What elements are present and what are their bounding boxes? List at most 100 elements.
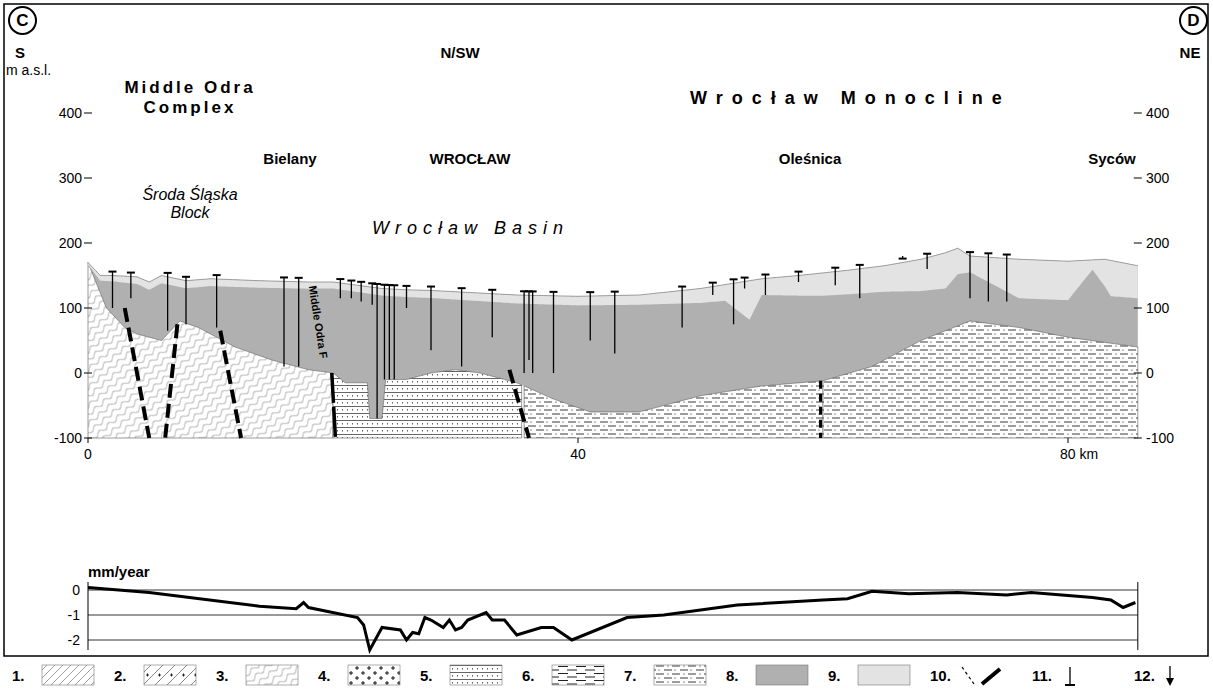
legend-arrow: [1169, 666, 1170, 679]
borehole-head: [678, 286, 686, 288]
axis-number: 400: [1146, 105, 1169, 121]
borehole: [406, 286, 407, 308]
axis-tick: [88, 438, 89, 443]
borehole: [283, 277, 284, 366]
section-end-circle: D: [1179, 6, 1208, 35]
legend-pattern: [348, 665, 400, 685]
borehole-head: [1003, 254, 1011, 256]
legend-number: 6.: [522, 667, 535, 684]
legend-number: 12.: [1134, 667, 1155, 684]
place-name: Bielany: [263, 150, 316, 167]
legend-pattern: [552, 665, 604, 685]
borehole: [733, 279, 734, 324]
borehole: [216, 275, 217, 327]
fault-line: [819, 381, 822, 438]
borehole: [528, 291, 529, 360]
bedrock-zone: [88, 263, 333, 439]
borehole: [744, 278, 745, 289]
axis-tick: [84, 243, 92, 244]
axis-number: 100: [59, 300, 82, 316]
borehole-head: [182, 276, 190, 278]
fault-line: [125, 308, 150, 438]
section-end-letter: C: [16, 12, 28, 29]
axis-unit: mm/year: [88, 563, 150, 580]
axis-number: 0: [72, 582, 80, 598]
borehole: [553, 292, 554, 373]
axis-number: 400: [59, 105, 82, 121]
borehole: [859, 265, 860, 298]
topography: [88, 248, 1138, 296]
axis-number: 300: [1146, 170, 1169, 186]
borehole: [765, 275, 766, 295]
axis-tick: [84, 113, 92, 114]
borehole-head: [427, 286, 435, 288]
legend-arrowhead: [1166, 678, 1174, 686]
section: [84, 113, 1142, 443]
section-end-circle: C: [8, 6, 37, 35]
borehole-head: [213, 274, 221, 276]
borehole-head: [280, 276, 288, 278]
borehole: [351, 281, 352, 299]
borehole: [340, 279, 341, 298]
legend-number: 10.: [930, 667, 951, 684]
borehole-head: [611, 291, 619, 293]
region-name: Wrocław Monocline: [690, 88, 1011, 109]
borehole: [614, 292, 615, 354]
fault-line: [165, 324, 177, 438]
axis-tick: [84, 178, 92, 179]
borehole: [130, 273, 131, 299]
borehole: [988, 253, 989, 301]
graph-axis: [1137, 582, 1138, 650]
borehole: [298, 278, 299, 367]
axis-tick: [1134, 178, 1142, 179]
borehole: [461, 288, 462, 366]
section-end-letter: D: [1187, 12, 1199, 29]
axis-number: 200: [59, 235, 82, 251]
layer-9: [88, 248, 1138, 320]
axis-number: 0: [84, 446, 92, 462]
borehole: [394, 285, 395, 379]
borehole: [590, 292, 591, 340]
bedrock-zone: [524, 381, 823, 438]
legend-number: 2.: [114, 667, 127, 684]
axis-number: 40: [570, 446, 586, 462]
borehole-head: [856, 264, 864, 266]
borehole-head: [127, 272, 135, 274]
grid-line: [88, 590, 1138, 591]
axis-number: 80 km: [1060, 446, 1098, 462]
fault-line: [332, 373, 336, 438]
fault-line: [509, 370, 529, 438]
borehole-head: [295, 277, 303, 279]
borehole: [969, 252, 970, 298]
axis-number: 0: [74, 365, 82, 381]
legend-number: 11.: [1032, 667, 1052, 684]
borehole-head: [984, 252, 992, 254]
borehole: [376, 284, 377, 419]
grid-line: [88, 615, 1138, 616]
borehole: [384, 285, 385, 380]
legend-pattern: [654, 665, 706, 685]
legend-number: 4.: [318, 667, 331, 684]
borehole-head: [373, 283, 381, 285]
legend-fault-thick: [982, 669, 1000, 684]
borehole-head: [550, 291, 558, 293]
borehole: [532, 291, 533, 373]
borehole: [492, 290, 493, 337]
place-name: WROCŁAW: [430, 150, 511, 167]
axis-tick: [1134, 308, 1142, 309]
borehole-head: [357, 281, 365, 283]
borehole-head: [730, 278, 738, 280]
borehole: [389, 285, 390, 380]
legend-borehole-head: [1065, 684, 1075, 686]
direction-label: NE: [1180, 44, 1201, 61]
legend-swatch: [858, 665, 910, 685]
axis-tick: [1134, 373, 1142, 374]
axis-tick: [1134, 438, 1142, 439]
borehole-head: [336, 278, 344, 280]
legend-number: 8.: [726, 667, 739, 684]
axis-number: 100: [1146, 300, 1169, 316]
direction-label: S: [15, 44, 25, 61]
borehole-head: [899, 258, 907, 260]
borehole: [1006, 255, 1007, 302]
axis-tick: [84, 373, 92, 374]
